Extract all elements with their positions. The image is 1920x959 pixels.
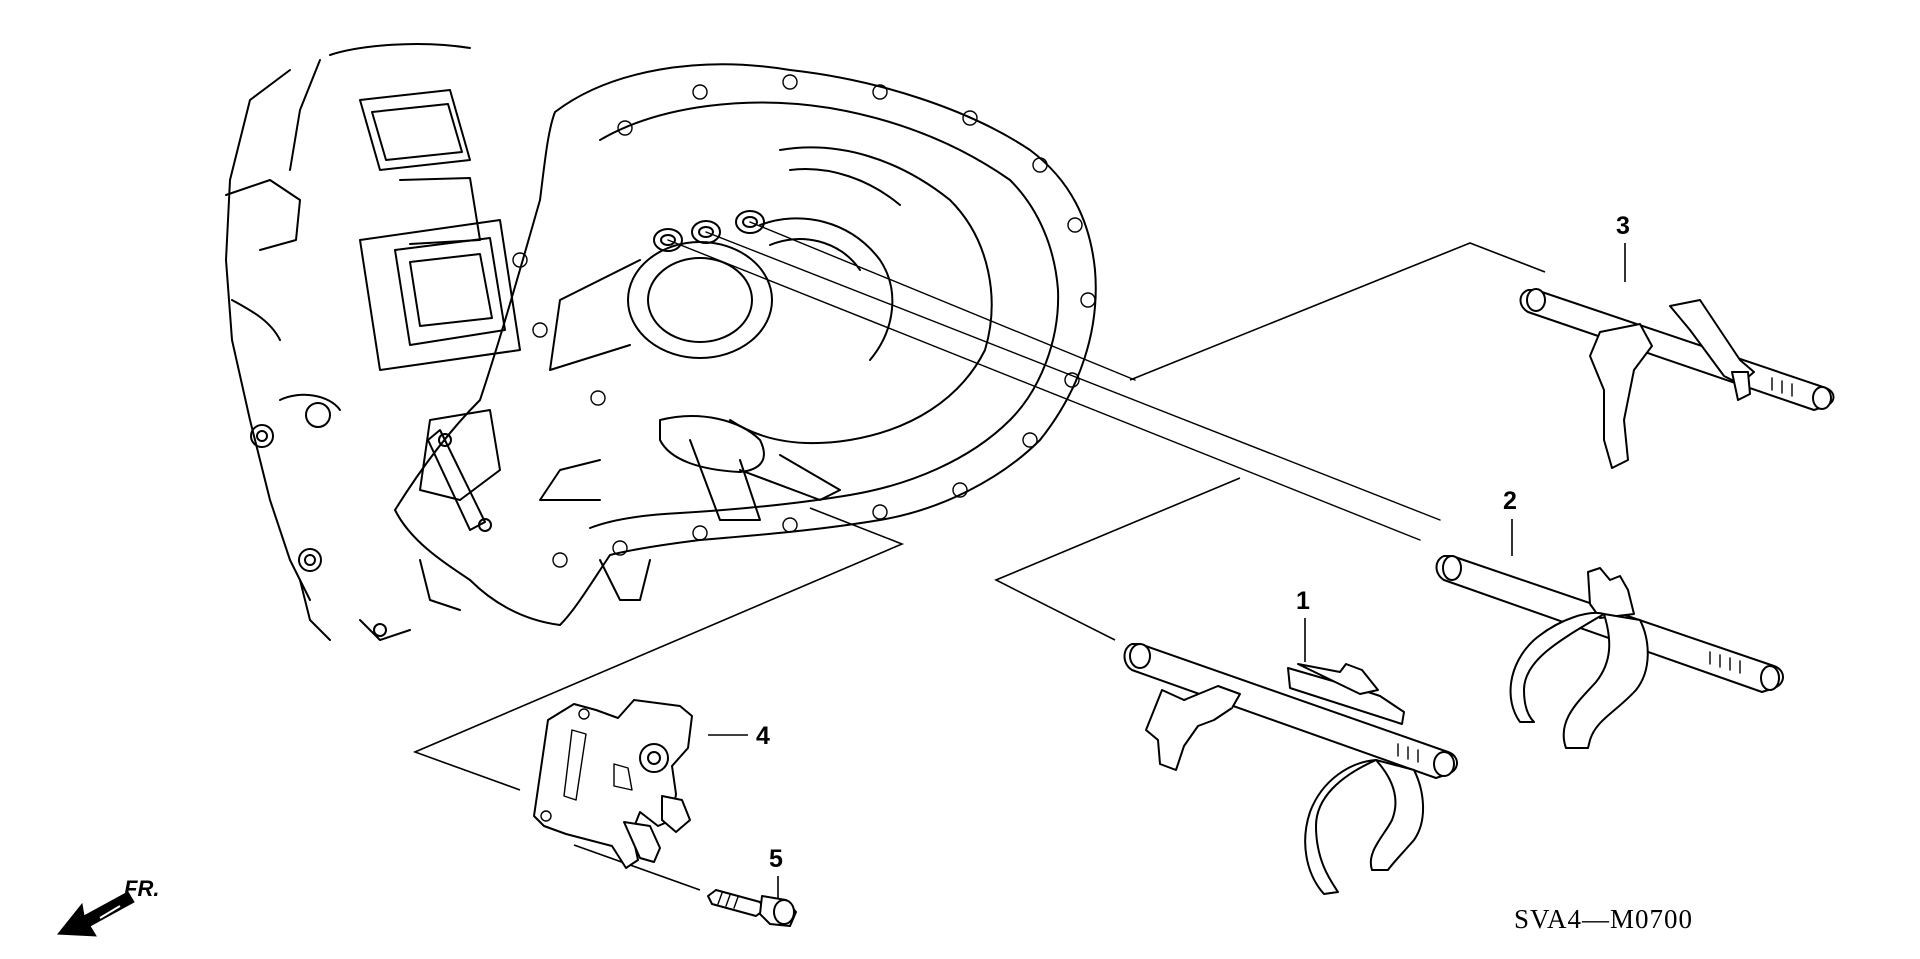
shaft-centerlines [667,221,1441,541]
shift-fork-3 [1519,288,1835,469]
interlock-bracket-4 [533,699,693,869]
callout-part-2: 2 [1503,487,1517,515]
front-arrow-icon [57,891,135,937]
callout-part-4: 4 [756,722,770,750]
leader-lines [412,242,1626,902]
shift-fork-1 [1123,643,1458,895]
callout-numbers: 3 2 1 4 5 [756,212,1630,873]
callout-part-5: 5 [769,845,783,873]
bolt-5 [707,889,797,927]
front-direction-indicator: FR. [57,876,159,937]
diagram-code: SVA4—M0700 [1514,904,1693,934]
shift-fork-2 [1435,555,1784,749]
callout-part-3: 3 [1616,212,1630,240]
callout-part-1: 1 [1296,587,1310,615]
transmission-housing [225,43,1097,641]
front-direction-label: FR. [124,876,159,901]
